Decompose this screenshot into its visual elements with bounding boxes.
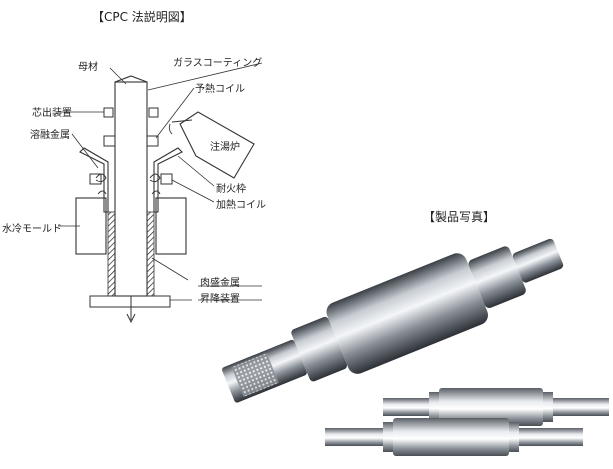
label-centering-device: 芯出装置 [32, 108, 72, 119]
label-elevating-device: 昇降装置 [200, 294, 240, 305]
product-photo-title: 【製品写真】 [423, 210, 496, 224]
large-roll-photo [222, 238, 564, 403]
small-roll-bottom-photo [325, 418, 583, 456]
label-pouring-furnace: 注湯炉 [210, 142, 240, 153]
label-cladding-metal: 肉盛金属 [200, 278, 240, 289]
label-heating-coil: 加熱コイル [216, 200, 266, 211]
label-base-material: 母材 [78, 62, 98, 73]
label-glass-coating: ガラスコーティング [173, 58, 263, 69]
label-refractory-frame: 耐火枠 [216, 184, 246, 195]
label-preheat-coil: 予熱コイル [195, 84, 245, 95]
small-roll-top-photo [383, 388, 609, 426]
label-water-cooled-mold: 水冷モールド [2, 224, 62, 235]
label-molten-metal: 溶融金属 [30, 130, 70, 141]
cpc-diagram-title: 【CPC 法説明図】 [92, 10, 192, 24]
